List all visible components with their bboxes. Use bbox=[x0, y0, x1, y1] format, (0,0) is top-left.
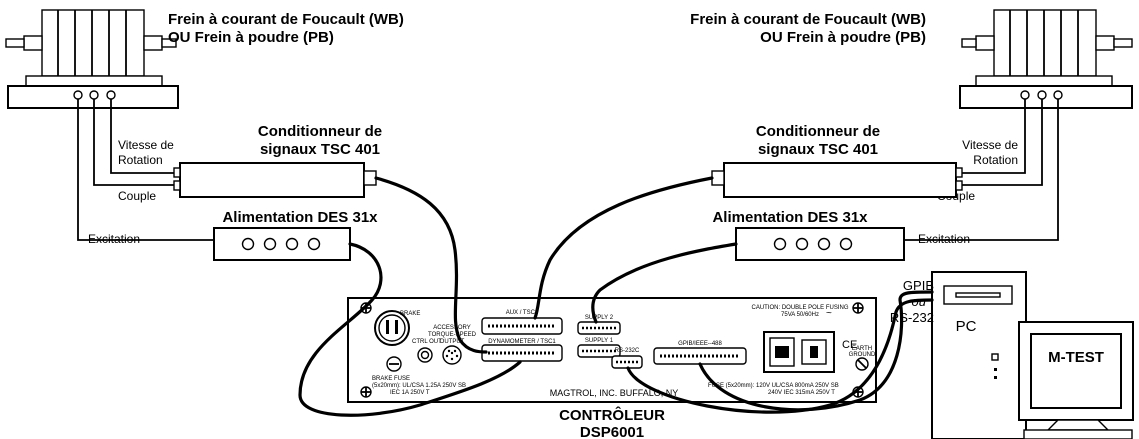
torque-label-left: Couple bbox=[118, 189, 156, 203]
panel-maker-label: MAGTROL, INC. BUFFALO, NY bbox=[550, 388, 679, 398]
cable-right-conditioner bbox=[533, 176, 714, 320]
speed-label-right-2: Rotation bbox=[973, 153, 1018, 167]
speed-label-left-2: Rotation bbox=[118, 153, 163, 167]
speed-wire-right bbox=[962, 99, 1026, 174]
brake-right bbox=[959, 9, 1133, 109]
panel-ctrl-out-label: CTRL OUT bbox=[412, 339, 442, 345]
conditioner-left-label-1: Conditionneur de bbox=[258, 123, 382, 140]
controller-label-2: DSP6001 bbox=[580, 424, 644, 439]
panel-earth-label-2: GROUND bbox=[849, 352, 876, 358]
power-supply-right bbox=[735, 227, 905, 261]
panel-accessory-label-1: ACCESSORY bbox=[433, 325, 471, 331]
conditioner-right-label-1: Conditionneur de bbox=[756, 123, 880, 140]
power-supply-left-label: Alimentation DES 31x bbox=[222, 209, 378, 226]
panel-fuse-right-1: FUSE (5x20mm): 120V UL/CSA 800mA 250V SB bbox=[708, 383, 839, 389]
brake-right-label-2: OU Frein à poudre (PB) bbox=[760, 29, 926, 46]
panel-accessory-label-3: OUTPUT bbox=[440, 339, 465, 345]
gpib-label: GPIB bbox=[903, 278, 934, 293]
panel-aux-label: AUX / TSC2 bbox=[506, 310, 539, 316]
cable-left-conditioner bbox=[374, 176, 488, 354]
monitor bbox=[1018, 321, 1134, 439]
controller-panel bbox=[347, 297, 877, 403]
pc-label: PC bbox=[956, 318, 977, 335]
panel-fuse-left-1: (5x20mm): UL/CSA 1.25A 250V SB bbox=[372, 383, 466, 389]
brake-left bbox=[5, 9, 179, 109]
speed-label-right-1: Vitesse de bbox=[962, 138, 1018, 152]
excitation-wire-right bbox=[904, 99, 1059, 241]
controller-label-1: CONTRÔLEUR bbox=[559, 406, 665, 424]
cable-rs232 bbox=[626, 298, 934, 414]
panel-ce-mark: CE bbox=[842, 339, 857, 351]
panel-earth-label-1: EARTH bbox=[852, 346, 872, 352]
speed-wire-left bbox=[110, 99, 174, 174]
cable-gpib bbox=[698, 290, 934, 412]
panel-caution-label-2: 75VA 50/60Hz bbox=[781, 312, 819, 318]
panel-dynamometer-label: DYNAMOMETER / TSC1 bbox=[488, 339, 556, 345]
speed-label-left-1: Vitesse de bbox=[118, 138, 174, 152]
software-label: M-TEST bbox=[1048, 349, 1104, 366]
power-supply-right-label: Alimentation DES 31x bbox=[712, 209, 868, 226]
conditioner-left-label-2: signaux TSC 401 bbox=[260, 141, 380, 158]
ac-symbol-icon: ~ bbox=[826, 308, 832, 319]
conditioner-right-label-2: signaux TSC 401 bbox=[758, 141, 878, 158]
brake-right-label-1: Frein à courant de Foucault (WB) bbox=[690, 11, 926, 28]
panel-fuse-left-2: IEC 1A 250V T bbox=[390, 390, 430, 396]
torque-wire-right bbox=[962, 99, 1043, 186]
panel-accessory-label-2: TORQUE-SPEED bbox=[428, 332, 477, 338]
panel-rs232c-label: RS-232C bbox=[615, 348, 640, 354]
excitation-label-left: Excitation bbox=[88, 232, 140, 246]
panel-gpib-label: GPIB/IEEE--488 bbox=[678, 341, 722, 347]
signal-conditioner-left bbox=[173, 162, 377, 198]
panel-brake-label: BRAKE bbox=[400, 311, 420, 317]
panel-supply2-label: SUPPLY 2 bbox=[585, 315, 614, 321]
power-supply-left bbox=[213, 227, 351, 261]
panel-caution-label-1: CAUTION: DOUBLE POLE FUSING bbox=[751, 305, 848, 311]
panel-brake-fuse-label: BRAKE FUSE bbox=[372, 376, 410, 382]
brake-left-label-2: OU Frein à poudre (PB) bbox=[168, 29, 334, 46]
cable-right-supply bbox=[591, 242, 738, 324]
panel-supply1-label: SUPPLY 1 bbox=[585, 338, 614, 344]
brake-left-label-1: Frein à courant de Foucault (WB) bbox=[168, 11, 404, 28]
excitation-wire-left bbox=[77, 99, 214, 241]
torque-wire-left bbox=[93, 99, 174, 186]
cable-left-supply bbox=[298, 242, 522, 417]
panel-fuse-right-2: 240V IEC 315mA 250V T bbox=[768, 390, 835, 396]
pc-tower bbox=[931, 271, 1027, 439]
excitation-label-right: Excitation bbox=[918, 232, 970, 246]
signal-conditioner-right bbox=[711, 162, 963, 198]
